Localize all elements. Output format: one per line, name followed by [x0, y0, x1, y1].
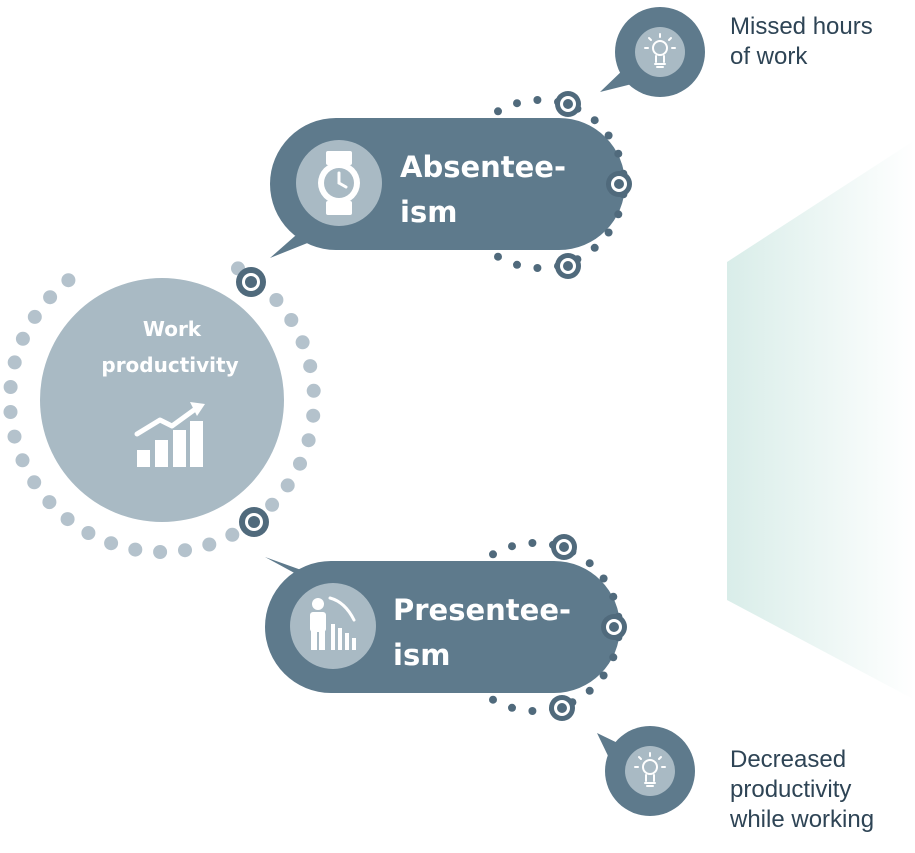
dot [494, 107, 502, 116]
person-declining-chart-icon [310, 596, 356, 650]
watch-icon [318, 151, 360, 215]
hub-circle [40, 278, 284, 522]
dot [280, 478, 295, 493]
dot [609, 653, 618, 662]
presenteeism-arc-connectors [549, 534, 627, 721]
dot [303, 359, 318, 374]
presenteeism-note-text: Decreased productivity while working [730, 746, 875, 833]
dot [585, 559, 594, 568]
dot [104, 536, 119, 551]
dot [27, 475, 42, 490]
hub-top-connector [236, 267, 266, 297]
presenteeism-node: Presentee- ism [265, 557, 620, 693]
dot [202, 537, 217, 552]
dot [301, 433, 316, 448]
dot [590, 116, 599, 125]
absenteeism-node: Absentee- ism [270, 118, 625, 258]
dot [43, 290, 58, 305]
dot [513, 99, 521, 108]
dot [153, 545, 168, 559]
dot [604, 131, 613, 140]
absenteeism-title-line1: Absentee- [400, 150, 566, 184]
dot [489, 550, 497, 559]
dot [585, 686, 594, 695]
dot [269, 293, 284, 307]
dot [3, 405, 18, 419]
dot [81, 526, 96, 540]
absenteeism-note-text: Missed hours of work [730, 13, 873, 70]
dot [599, 671, 608, 680]
dot [533, 264, 542, 272]
dot [609, 592, 618, 601]
dot [590, 243, 599, 252]
dot [3, 380, 18, 394]
growth-bar-chart-icon [134, 402, 205, 467]
dot [128, 542, 143, 557]
dot [60, 512, 75, 527]
dot [7, 429, 22, 444]
presenteeism-title-line2: ism [393, 638, 450, 672]
dot [604, 228, 613, 237]
dot [528, 707, 537, 715]
dot [293, 456, 307, 471]
dot [225, 527, 240, 542]
dot [614, 210, 623, 219]
absenteeism-note-bubble [600, 7, 705, 97]
absenteeism-title-line2: ism [400, 195, 457, 229]
dot [27, 309, 42, 324]
dot [61, 273, 76, 288]
dot [599, 574, 608, 583]
absenteeism-arc-connectors [555, 91, 632, 279]
dot [284, 313, 299, 327]
dot [42, 495, 57, 510]
dot [295, 335, 310, 350]
dot [528, 539, 537, 547]
lightbulb-icon [634, 752, 666, 787]
dot [533, 96, 542, 104]
dot [15, 453, 30, 468]
hub-title-line2: productivity [101, 353, 238, 377]
dot [508, 542, 516, 551]
lightbulb-icon [644, 33, 676, 68]
dot [306, 408, 321, 423]
dot [508, 703, 516, 712]
dot [494, 252, 502, 261]
dot [15, 331, 30, 346]
dot [265, 497, 280, 512]
presenteeism-title-line1: Presentee- [393, 593, 571, 627]
dot [7, 355, 22, 370]
presenteeism-note-bubble [597, 726, 695, 816]
dot [178, 543, 192, 558]
background-panel [727, 140, 915, 700]
hub-dotted-ring [3, 261, 321, 559]
dot [306, 383, 321, 398]
dot [489, 695, 497, 704]
hub-title-line1: Work [143, 317, 202, 341]
dot [614, 149, 623, 158]
hub-bottom-connector [239, 507, 269, 537]
dot [513, 260, 521, 269]
